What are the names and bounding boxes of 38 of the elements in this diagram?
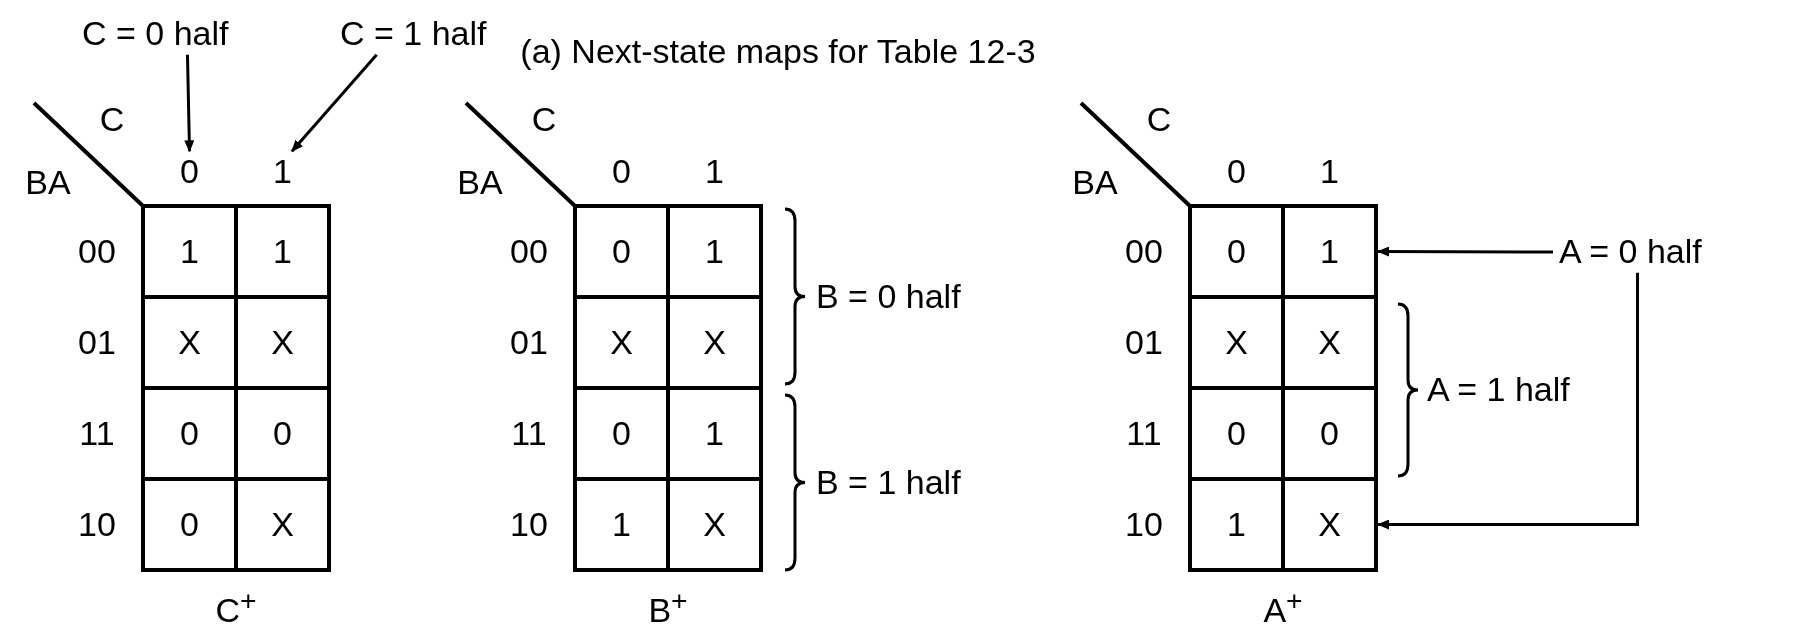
- half-label: B = 0 half: [816, 277, 961, 316]
- row-label: 10: [1125, 505, 1163, 544]
- callout-text: A = 0 half: [1559, 233, 1702, 271]
- half-label: A = 1 half: [1427, 371, 1570, 409]
- column-label: 1: [273, 153, 292, 191]
- row-label: 01: [78, 323, 116, 362]
- variable-label: BA: [25, 164, 71, 202]
- leader-arrow: [290, 53, 378, 153]
- row-label: 00: [1125, 232, 1163, 271]
- row-label: 00: [510, 232, 548, 271]
- variable-label: BA: [1072, 164, 1118, 202]
- row-label: 00: [78, 232, 116, 271]
- callout-text: C = 1 half: [340, 15, 487, 53]
- map-name: A$^{+}$: [1263, 584, 1303, 630]
- row-label: 11: [79, 414, 115, 453]
- leader-arrow: [1377, 246, 1553, 257]
- column-label: 1: [705, 153, 724, 191]
- map-name: C$^{+}$: [215, 584, 257, 630]
- diagram-title: (a) Next-state maps for Table 12-3: [520, 33, 1036, 71]
- variable-label: C: [1146, 101, 1172, 139]
- column-label: 1: [1320, 153, 1339, 191]
- variable-label: C: [531, 101, 557, 139]
- column-label: 0: [612, 153, 631, 191]
- row-label: 10: [510, 505, 548, 544]
- row-label: 01: [510, 323, 548, 362]
- row-label: 01: [1125, 323, 1163, 362]
- callout-text: C = 0 half: [82, 15, 229, 53]
- column-label: 0: [180, 153, 199, 191]
- half-label: B = 1 half: [816, 463, 961, 502]
- leader-arrow: [1377, 272, 1639, 530]
- map-name: B$^{+}$: [648, 584, 688, 630]
- row-label: 11: [511, 414, 547, 453]
- variable-label: BA: [457, 164, 503, 202]
- row-label: 11: [1126, 414, 1162, 453]
- column-label: 0: [1227, 153, 1246, 191]
- row-label: 10: [78, 505, 116, 544]
- leader-arrow: [184, 54, 195, 153]
- variable-label: C: [99, 101, 125, 139]
